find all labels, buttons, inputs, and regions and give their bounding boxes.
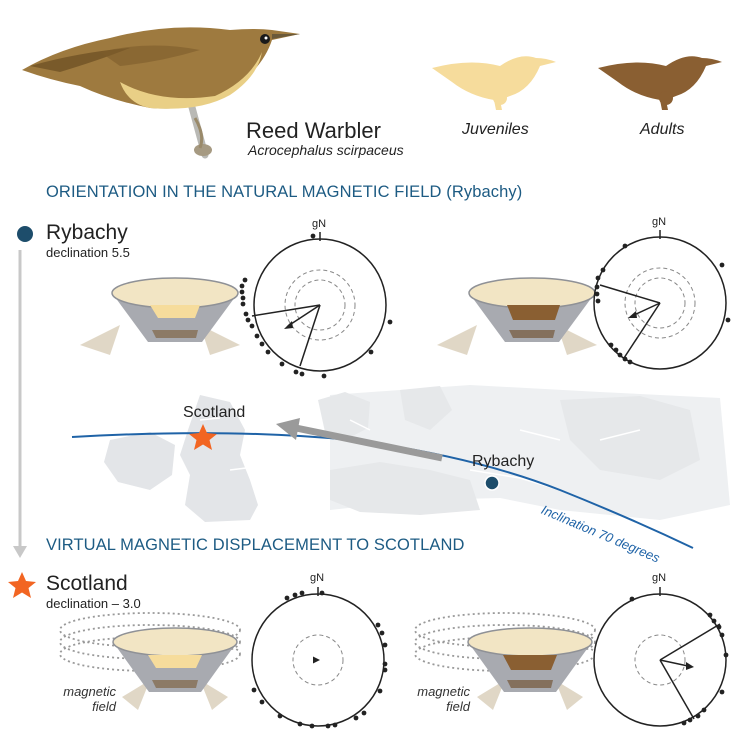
adult-silhouette [598,56,722,110]
north-label-plot-1: gN [312,218,327,230]
declination-scotland: declination – 3.0 [46,596,141,611]
circular-plot-adults-virtual [593,587,729,727]
emlen-funnel-adults-natural [437,277,597,355]
circular-plot-juveniles-natural [239,232,393,379]
north-label-plot-3: gN [310,572,325,584]
site-name-rybachy: Rybachy [46,221,128,244]
circular-plot-adults-natural [593,230,731,370]
europe-map [104,385,730,522]
displacement-arrow [276,418,443,462]
map-label-scotland: Scotland [183,404,246,421]
map-label-rybachy: Rybachy [472,453,535,470]
scotland-star-icon [8,572,36,598]
magnetic-field-label-line2: field [446,699,470,714]
rybachy-marker-icon [17,226,33,242]
reed-warbler-illustration [22,27,300,159]
species-latin-name: Acrocephalus scirpaceus [248,142,404,158]
magnetic-field-label-line1: magnetic [417,684,470,699]
magnetic-field-label-right: magnetic field [410,684,470,714]
north-label-plot-2: gN [652,216,667,228]
magnetic-field-label-line1: magnetic [63,684,116,699]
species-name: Reed Warbler [246,118,381,143]
emlen-funnel-juveniles-natural [80,277,240,355]
map-rybachy-marker-icon [484,475,500,491]
emlen-funnel-adults-virtual [414,612,596,710]
legend-juveniles: Juveniles [462,121,529,138]
north-label-plot-4: gN [652,572,667,584]
timeline-arrow [13,250,27,558]
section-title-virtual: VIRTUAL MAGNETIC DISPLACEMENT TO SCOTLAN… [46,536,465,554]
circular-plot-juveniles-virtual [251,587,388,729]
map-scotland-star-icon [189,424,217,450]
site-name-scotland: Scotland [46,572,128,595]
magnetic-field-label-line2: field [92,699,116,714]
declination-rybachy: declination 5.5 [46,245,130,260]
legend-adults: Adults [640,121,685,138]
juvenile-silhouette [432,56,556,110]
magnetic-field-label-left: magnetic field [56,684,116,714]
emlen-funnel-juveniles-virtual [59,612,241,710]
section-title-natural: ORIENTATION IN THE NATURAL MAGNETIC FIEL… [46,183,523,201]
